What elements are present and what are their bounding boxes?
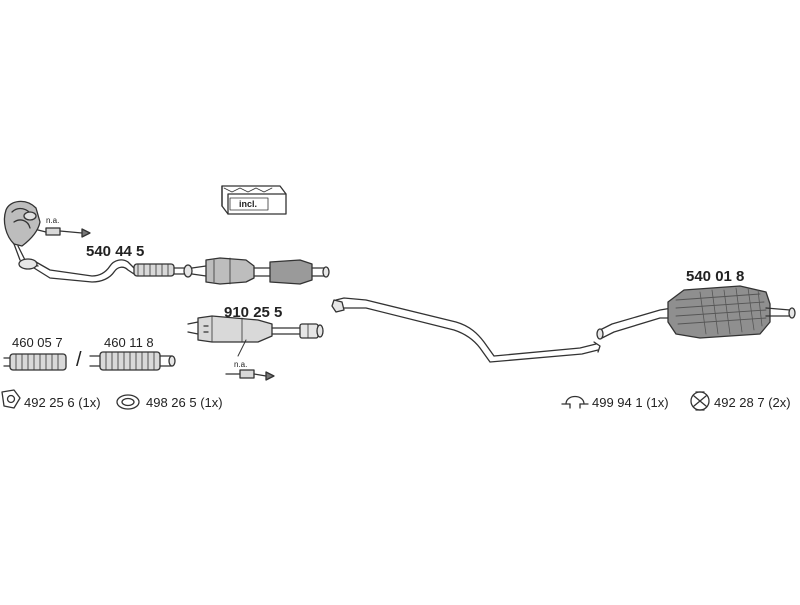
rubber-mount-icon <box>690 391 710 411</box>
flex-pipe-1-part-number: 460 05 7 <box>12 335 63 350</box>
catalytic-converter <box>187 315 324 357</box>
flex-pipe-1 <box>3 353 67 371</box>
gasket-icon <box>1 389 21 409</box>
rubber-mount-part-number: 492 28 7 (2x) <box>714 395 791 410</box>
pre-catalyst-assembly <box>191 257 330 285</box>
flex-pipe-2-part-number: 460 11 8 <box>104 335 154 350</box>
lambda-sensor-1 <box>37 227 91 238</box>
not-available-label-1: n.a. <box>46 216 60 225</box>
rear-silencer <box>596 285 796 340</box>
exhaust-manifold <box>3 200 41 267</box>
gasket-2-part-number: 498 26 5 (1x) <box>146 395 223 410</box>
catalyst-part-number: 910 25 5 <box>224 304 283 321</box>
rear-silencer-part-number: 540 01 8 <box>686 268 745 285</box>
middle-pipe <box>331 297 601 363</box>
kit-included-label: incl. <box>239 199 258 209</box>
gasket-1-part-number: 492 25 6 (1x) <box>24 395 101 410</box>
oval-gasket-icon <box>116 394 140 410</box>
clamp-part-number: 499 94 1 (1x) <box>592 395 669 410</box>
flex-pipe-2 <box>89 351 176 371</box>
clamp-icon <box>561 395 589 409</box>
lambda-sensor-2 <box>225 369 275 381</box>
front-pipe-part-number: 540 44 5 <box>86 243 145 260</box>
flex-separator: / <box>76 349 82 371</box>
not-available-label-2: n.a. <box>234 360 248 369</box>
front-pipe <box>18 258 193 283</box>
hardware-kit-box <box>221 185 287 215</box>
